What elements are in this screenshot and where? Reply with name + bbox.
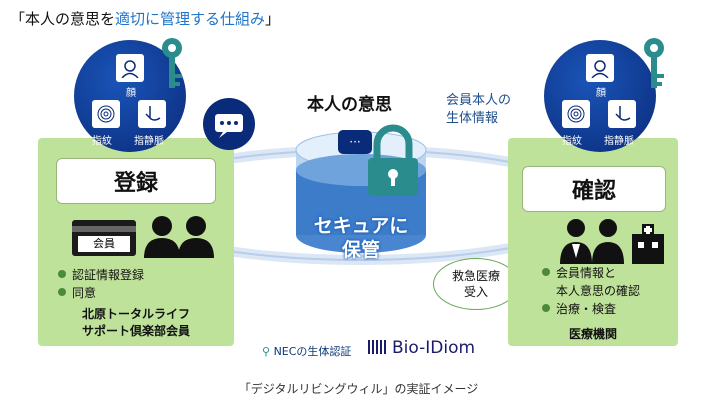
fingerprint-icon [92,100,120,128]
org-name-right: 医療機関 [568,327,617,341]
register-panel: 登録 会員 認証情報登録 同意 北原トータルライフ サポート倶楽部会員 [38,138,234,346]
org-name-left: 北原トータルライフ サポート倶楽部会員 [81,307,190,338]
emergency-label: 救急医療 受入 [433,258,519,310]
register-list: 認証情報登録 同意 [58,266,144,302]
list-item: 本人意思の確認 [556,284,641,298]
secure-storage-label: セキュアに 保管 [313,215,409,261]
key-icon [162,38,182,88]
list-item: 認証情報登録 [58,266,144,284]
center-title: 本人の意思 [307,95,392,115]
face-icon [586,54,614,82]
nec-logo: ⚲ NECの生体認証 [262,345,352,358]
members-icon [144,216,214,258]
bio-idiom-mark-icon [368,340,386,354]
fingerprint-icon [562,100,590,128]
face-icon [116,54,144,82]
confirm-panel: 確認 会員情報と 本人意思の確認 治療・検査 医療機関 [508,138,678,346]
medical-staff-icon [560,219,664,264]
svg-text:···: ··· [349,135,360,149]
finger-vein-icon [608,100,636,128]
member-card-icon: 会員 [72,220,136,256]
list-item: 同意 [58,284,144,302]
finger-vein-icon [138,100,166,128]
chat-bubble-icon [203,98,255,150]
register-box: 登録 [56,158,216,204]
page-title: 「本人の意思を適切に管理する仕組み」 [10,10,281,28]
confirm-list: 会員情報と 本人意思の確認 治療・検査 [542,264,640,318]
member-biometric-info: 会員本人の 生体情報 [446,93,512,126]
list-item: 会員情報と [542,264,640,282]
figure-caption: 「デジタルリビングウィル」の実証イメージ [238,382,479,396]
biometric-circle-left: 顔 指紋 指静脈 [74,40,186,152]
list-item: 治療・検査 [542,300,640,318]
bio-idiom-logo: Bio-IDiom [368,338,475,358]
key-icon [644,38,664,88]
padlock-shackle-icon [373,124,413,160]
key-icon: ⚲ [262,345,271,358]
biometric-circle-right: 顔 指紋 指静脈 [544,40,656,152]
confirm-box: 確認 [522,166,666,212]
chat-bubble-icon [338,130,372,154]
